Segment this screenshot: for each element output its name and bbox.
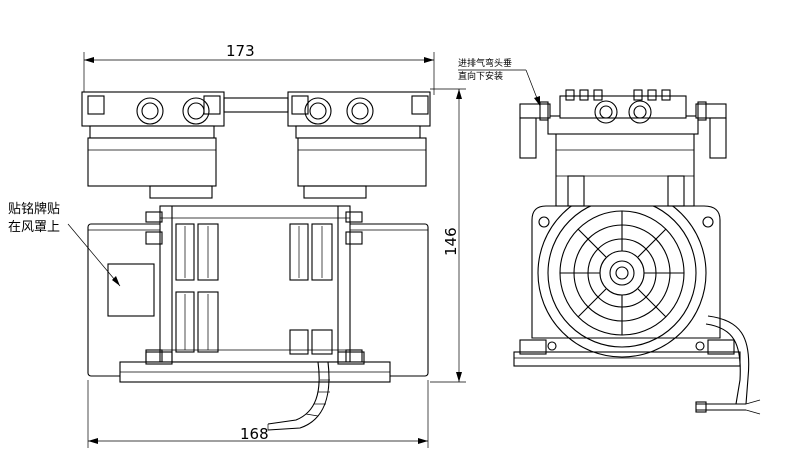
nameplate-note: 贴铭牌贴 在风罩上 — [8, 201, 121, 287]
dimension-label-146: 146 — [442, 227, 460, 256]
dimension-168: 168 — [87, 380, 429, 448]
pump-side-view — [513, 89, 761, 415]
side-cable — [695, 315, 761, 415]
elbow-note: 进排气弯头垂 直向下安装 — [458, 57, 541, 107]
nameplate-note-line1: 贴铭牌贴 — [8, 201, 60, 217]
right-cylinder-head — [287, 91, 431, 199]
dimension-173: 173 — [83, 42, 435, 95]
dimension-label-168: 168 — [240, 425, 269, 443]
nameplate-outline — [107, 263, 155, 317]
right-elbow — [695, 101, 727, 159]
dimension-146: 146 — [430, 88, 466, 383]
power-cable — [267, 361, 330, 431]
left-winding — [175, 223, 219, 353]
elbow-note-line2: 直向下安装 — [458, 70, 503, 82]
left-elbow — [519, 101, 551, 159]
left-cylinder-head — [81, 91, 225, 199]
pump-front-view — [81, 91, 431, 431]
dimension-label-173: 173 — [226, 42, 255, 60]
nameplate-note-line2: 在风罩上 — [8, 220, 60, 235]
elbow-note-line1: 进排气弯头垂 — [458, 57, 512, 69]
right-winding — [289, 223, 333, 355]
